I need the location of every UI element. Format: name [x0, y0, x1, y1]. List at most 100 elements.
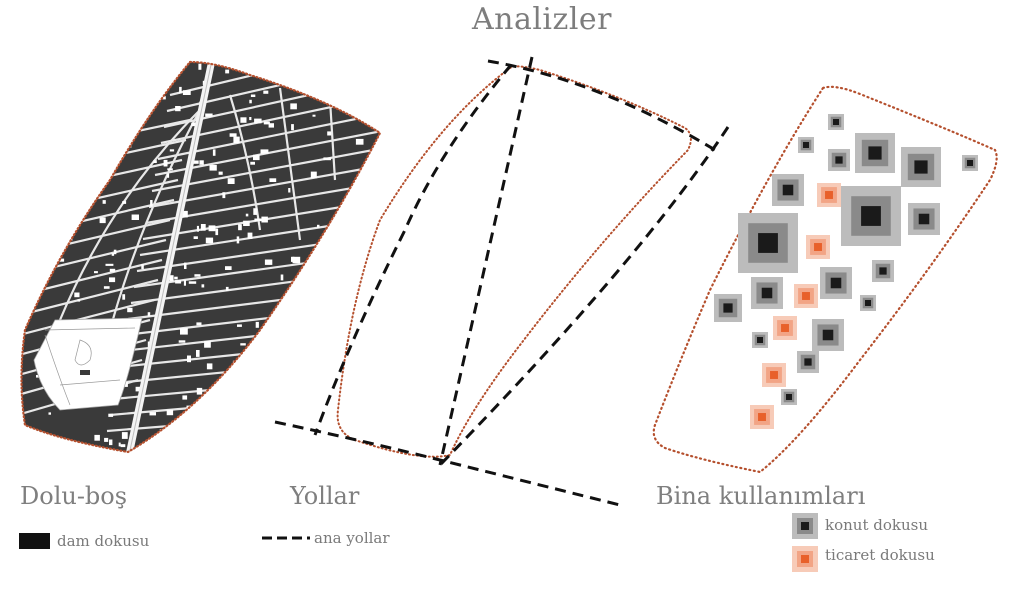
konut-marker	[798, 137, 814, 153]
void-patch	[209, 165, 217, 171]
void-patch	[21, 291, 29, 297]
void-patch	[29, 197, 35, 202]
void-patch	[282, 329, 286, 336]
void-patch	[263, 409, 267, 413]
konut-marker	[781, 389, 797, 405]
void-patch	[39, 207, 44, 215]
void-patch	[266, 62, 271, 65]
legend-konut-swatch	[792, 513, 818, 539]
void-patch	[261, 216, 268, 223]
roads-map	[274, 56, 730, 507]
ticaret-marker	[773, 316, 797, 340]
void-patch	[215, 228, 219, 236]
void-patch	[70, 163, 77, 166]
void-patch	[304, 325, 310, 330]
road-north	[487, 59, 721, 155]
void-patch	[225, 286, 229, 291]
void-patch	[347, 78, 354, 82]
konut-marker	[752, 332, 768, 348]
void-patch	[74, 127, 79, 132]
void-patch	[43, 202, 48, 206]
road-south	[274, 420, 621, 507]
void-patch	[263, 121, 270, 125]
void-patch	[371, 62, 376, 65]
void-patch	[64, 184, 69, 191]
street	[148, 161, 380, 209]
void-patch	[327, 454, 334, 457]
void-patch	[227, 178, 235, 184]
void-patch	[247, 232, 253, 239]
void-patch	[376, 101, 380, 109]
void-patch	[55, 144, 63, 148]
panel-title-yollar: Yollar	[290, 482, 360, 510]
void-patch	[270, 431, 274, 438]
panel-title-bina: Bina kullanımları	[656, 482, 866, 510]
void-patch	[329, 358, 336, 364]
void-patch	[188, 408, 195, 414]
ticaret-marker	[817, 183, 841, 207]
void-patch	[104, 437, 109, 442]
void-patch	[175, 106, 181, 112]
void-patch	[196, 225, 199, 232]
legend-label-dam: dam dokusu	[57, 532, 150, 550]
void-patch	[377, 379, 380, 383]
void-patch	[308, 337, 312, 343]
void-patch	[243, 220, 250, 226]
void-patch	[249, 117, 252, 121]
area-boundary	[652, 85, 998, 474]
void-patch	[355, 138, 364, 145]
konut-marker	[860, 295, 876, 311]
void-patch	[321, 305, 327, 308]
void-patch	[141, 264, 144, 270]
void-patch	[70, 149, 75, 152]
konut-marker	[828, 114, 844, 130]
void-patch	[27, 183, 33, 187]
void-patch	[253, 208, 258, 215]
void-patch	[131, 214, 139, 220]
void-patch	[314, 337, 318, 343]
void-patch	[319, 355, 327, 363]
void-patch	[103, 286, 110, 289]
konut-marker	[751, 277, 783, 309]
void-patch	[325, 357, 331, 362]
void-patch	[196, 451, 205, 452]
void-patch	[258, 435, 261, 441]
void-patch	[327, 300, 330, 306]
konut-marker	[797, 351, 819, 373]
ticaret-marker	[806, 235, 830, 259]
void-patch	[378, 417, 380, 421]
konut-marker	[714, 294, 742, 322]
void-patch	[82, 75, 85, 78]
void-patch	[169, 275, 174, 282]
void-patch	[345, 303, 349, 309]
void-patch	[254, 118, 262, 124]
street	[108, 109, 201, 331]
void-patch	[153, 160, 157, 163]
void-patch	[46, 124, 49, 130]
figure-ground-map	[20, 60, 386, 457]
void-patch	[281, 391, 289, 395]
void-patch	[375, 303, 380, 308]
void-patch	[178, 340, 186, 343]
ticaret-marker	[750, 405, 774, 429]
void-patch	[41, 162, 46, 168]
void-patch	[145, 101, 152, 105]
void-patch	[182, 90, 191, 95]
konut-marker	[855, 133, 895, 173]
void-patch	[167, 168, 173, 171]
void-patch	[122, 201, 127, 204]
void-patch	[373, 190, 378, 195]
void-patch	[58, 241, 65, 244]
void-patch	[264, 259, 273, 265]
void-patch	[382, 454, 386, 456]
void-patch	[200, 224, 206, 231]
void-patch	[250, 161, 255, 165]
void-patch	[236, 236, 240, 244]
void-patch	[174, 64, 181, 71]
void-patch	[269, 178, 277, 182]
void-patch	[310, 171, 317, 179]
void-patch	[267, 62, 271, 67]
void-patch	[83, 454, 88, 457]
konut-marker	[820, 267, 852, 299]
